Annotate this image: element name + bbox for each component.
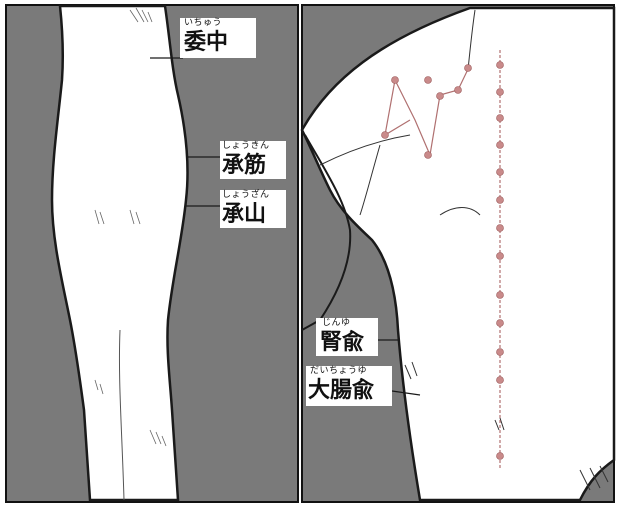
- left-panel-legs: [6, 5, 298, 502]
- reading-daichouyu: だいちょうゆ: [310, 367, 367, 376]
- label-jinyu: じんゆ 腎兪: [316, 318, 378, 356]
- right-panel-back: [302, 5, 614, 502]
- kanji-shoukin: 承筋: [222, 155, 266, 177]
- label-shouzan: しょうざん 承山: [220, 190, 286, 228]
- reading-shoukin: しょうきん: [222, 142, 270, 151]
- label-inachu: いちゅう 委中: [180, 18, 256, 58]
- reading-inachu: いちゅう: [184, 19, 222, 28]
- kanji-inachu: 委中: [184, 32, 228, 54]
- reading-jinyu: じんゆ: [322, 319, 351, 328]
- kanji-daichouyu: 大腸兪: [308, 380, 374, 402]
- kanji-shouzan: 承山: [222, 204, 266, 226]
- kanji-jinyu: 腎兪: [320, 332, 364, 354]
- label-shoukin: しょうきん 承筋: [220, 141, 286, 179]
- reading-shouzan: しょうざん: [222, 191, 270, 200]
- label-daichouyu: だいちょうゆ 大腸兪: [306, 366, 392, 406]
